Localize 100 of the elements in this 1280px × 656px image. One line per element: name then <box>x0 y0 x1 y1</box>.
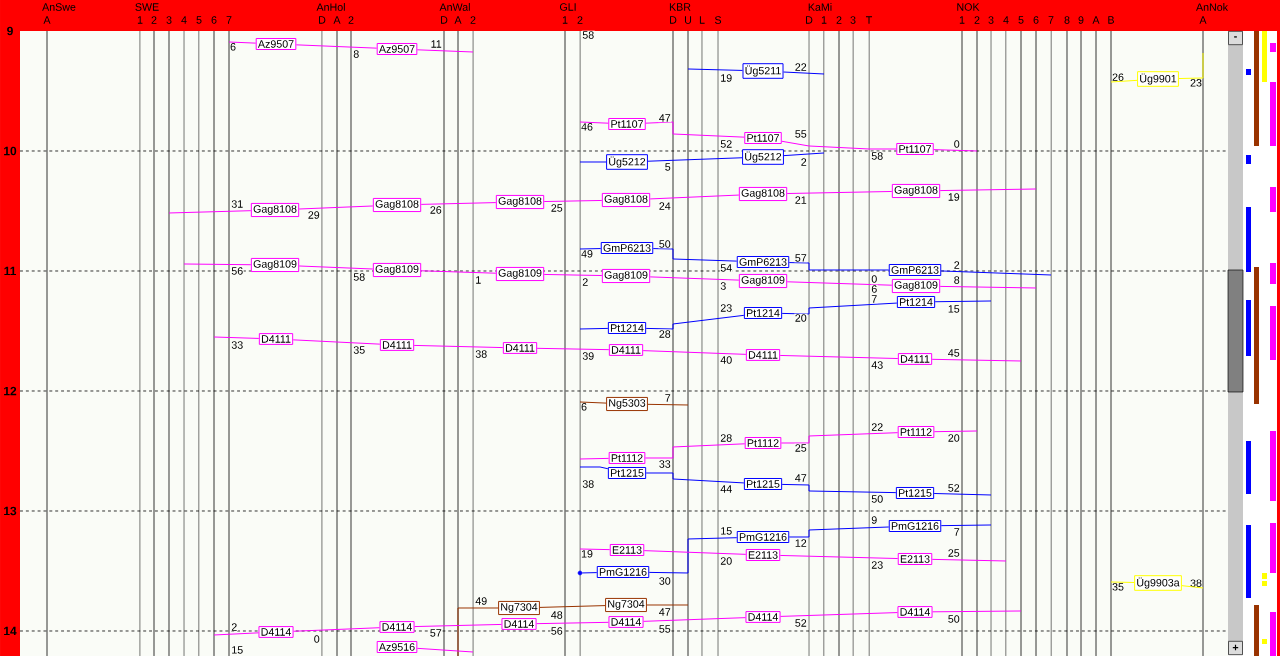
train-path-line <box>1178 77 1204 80</box>
station-name: AnSwe <box>42 3 76 11</box>
minute-label: 8 <box>352 49 360 59</box>
minute-label: 29 <box>307 210 321 220</box>
train-path-line <box>648 537 738 574</box>
minute-label: 25 <box>947 548 961 558</box>
train-path-line <box>292 339 381 345</box>
train-path-line <box>643 617 746 622</box>
train-path-line <box>293 627 380 632</box>
train-path-line <box>645 314 745 330</box>
train-label-box: D4111 <box>379 339 415 351</box>
minute-label: 25 <box>550 203 564 213</box>
track-number: 2 <box>836 16 842 24</box>
train-path-line <box>213 336 260 339</box>
train-label-box: Üg5212 <box>742 149 784 165</box>
hour-label: 11 <box>4 266 16 276</box>
train-label-box: PmG1216 <box>888 520 942 532</box>
minute-label: 0 <box>953 139 961 149</box>
minute-label: 19 <box>581 550 593 558</box>
minute-label: 39 <box>581 351 595 361</box>
train-path-line <box>228 41 257 44</box>
minute-label: 12 <box>794 538 808 548</box>
hour-label: 10 <box>4 146 17 156</box>
track-number: A <box>333 16 341 24</box>
track-number: A <box>454 16 462 24</box>
track-number: D <box>441 16 448 24</box>
train-label-box: Pt1215 <box>743 478 783 490</box>
train-label-box: Gag8109 <box>495 266 545 282</box>
train-path-line <box>644 443 746 459</box>
train-path-line <box>779 554 899 560</box>
train-path-line <box>931 558 1007 562</box>
train-path-line <box>788 526 890 538</box>
train-label-box: D4111 <box>745 349 781 361</box>
minute-label: 9 <box>870 515 878 525</box>
minute-label: 56 <box>230 266 244 276</box>
minute-label: 28 <box>719 433 733 443</box>
train-path-line <box>579 121 609 124</box>
train-label-box: D4111 <box>608 344 644 356</box>
minute-label: 52 <box>794 618 808 628</box>
minute-label: 50 <box>870 494 884 504</box>
track-number: T <box>866 16 872 24</box>
minute-label: 5 <box>664 162 672 172</box>
train-label-box: GmP6213 <box>888 264 942 276</box>
train-label-box: D4114 <box>897 606 933 618</box>
train-path-line <box>781 302 898 315</box>
train-path-line <box>645 121 745 138</box>
minute-label: 19 <box>719 73 733 83</box>
track-number: 2 <box>151 16 157 24</box>
station-name: NOK <box>957 3 980 11</box>
minute-label: 56 <box>550 626 564 636</box>
minute-label: 2 <box>581 277 589 287</box>
track-number: 5 <box>196 16 202 24</box>
train-path-line <box>933 430 978 433</box>
station-name: AnWal <box>439 3 470 11</box>
minute-label: 15 <box>947 304 961 314</box>
train-path-line <box>416 49 474 53</box>
train-label-box: D4111 <box>502 342 538 354</box>
train-label-box: Pt1112 <box>744 437 782 449</box>
minute-label: 2 <box>800 157 808 167</box>
minute-label: 38 <box>1190 579 1202 587</box>
station-name: AnNok <box>1196 3 1229 11</box>
minute-label: 8 <box>953 275 961 285</box>
track-number: B <box>1108 16 1114 24</box>
train-path-line <box>420 202 497 205</box>
train-path-line <box>780 612 898 617</box>
train-path-line <box>783 71 825 75</box>
minute-label: 31 <box>230 199 244 209</box>
train-path-line <box>783 152 825 157</box>
train-label-box: Az9507 <box>255 38 297 50</box>
track-number: D <box>319 16 326 24</box>
minute-label: 1 <box>474 275 482 285</box>
track-number: D <box>806 16 813 24</box>
hour-label: 14 <box>4 626 17 636</box>
train-path-line <box>298 265 374 270</box>
minute-label: 0 <box>313 634 321 644</box>
track-number: 7 <box>226 16 232 24</box>
train-label-box: D4111 <box>897 353 933 365</box>
minute-label: 48 <box>550 610 564 620</box>
train-path-line <box>1110 79 1138 83</box>
train-path-line <box>1110 581 1135 583</box>
minute-label: 20 <box>719 556 733 566</box>
train-path-line <box>940 524 992 527</box>
train-path-line <box>786 190 893 194</box>
train-path-line <box>543 199 603 203</box>
minute-label: 26 <box>429 205 443 215</box>
track-number: 4 <box>181 16 187 24</box>
train-path-line <box>647 403 689 406</box>
train-label-box: Pt1214 <box>607 322 647 334</box>
minute-label: 21 <box>794 195 808 205</box>
train-label-box: Üg5212 <box>606 154 648 170</box>
train-path-line <box>649 194 740 200</box>
train-path-line <box>579 401 607 404</box>
train-label-box: Ng5303 <box>606 396 648 412</box>
scroll-button: - <box>1228 31 1243 45</box>
track-number: A <box>1092 16 1100 24</box>
station-name: GLI <box>559 3 576 11</box>
train-path-line <box>781 483 897 494</box>
minute-label: 11 <box>430 39 443 49</box>
minute-label: 45 <box>947 348 961 358</box>
minute-label: 57 <box>429 628 443 638</box>
